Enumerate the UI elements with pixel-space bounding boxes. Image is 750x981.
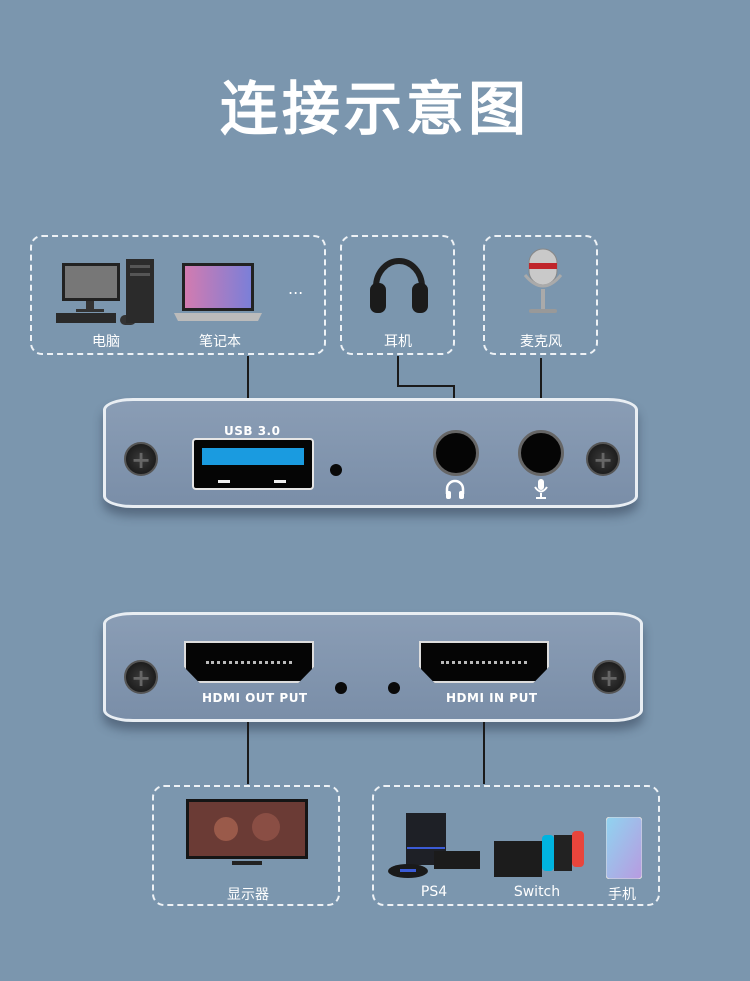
microphone-icon [523,248,563,313]
led-indicator [330,464,342,476]
headphone-symbol-icon [445,479,465,499]
hdmi-out-label: HDMI OUT PUT [202,691,308,705]
hdmi-out-connection-line [247,722,249,784]
monitor-icon [186,799,308,865]
usb-port[interactable] [192,438,314,490]
monitor-box: 显示器 [152,785,340,906]
headphones-box: 耳机 [340,235,455,355]
hdmi-in-label: HDMI IN PUT [446,691,538,705]
microphone-box: 麦克风 [483,235,598,355]
headphones-label: 耳机 [384,334,412,350]
microphone-jack[interactable] [518,430,564,476]
usb-label: USB 3.0 [224,424,281,438]
laptop-label: 笔记本 [199,334,241,350]
desktop-computer-icon [56,259,154,325]
computer-group-box: ... 电脑 笔记本 [30,235,326,355]
page-title: 连接示意图 [219,75,530,143]
hdmi-in-port[interactable] [419,641,549,683]
usb-connection-line [247,356,249,420]
capture-card-back-panel: HDMI OUT PUT HDMI IN PUT [103,612,643,722]
screw-icon [592,660,626,694]
screw-icon [124,442,158,476]
source-devices-box: PS4 Switch 手机 [372,785,660,906]
mic-connection-line [540,358,542,430]
more-devices-ellipsis: ... [288,279,304,298]
desktop-label: 电脑 [92,334,120,350]
headphone-jack[interactable] [433,430,479,476]
switch-label: Switch [513,884,561,900]
smartphone-icon [606,817,642,879]
nintendo-switch-icon [494,831,584,877]
microphone-symbol-icon [534,479,548,499]
ps4-icon [388,813,480,878]
headphone-connection-line [397,356,399,386]
screw-icon [586,442,620,476]
monitor-label: 显示器 [227,887,269,903]
hdmi-out-port[interactable] [184,641,314,683]
laptop-icon [174,263,262,321]
phone-label: 手机 [608,887,636,903]
screw-icon [124,660,158,694]
led-indicator [335,682,347,694]
microphone-label: 麦克风 [520,334,562,350]
headphone-connection-line-h [397,385,455,387]
ps4-label: PS4 [420,884,448,900]
led-indicator [388,682,400,694]
headphones-icon [370,258,428,313]
hdmi-in-connection-line [483,722,485,784]
capture-card-front-panel: USB 3.0 [103,398,638,508]
